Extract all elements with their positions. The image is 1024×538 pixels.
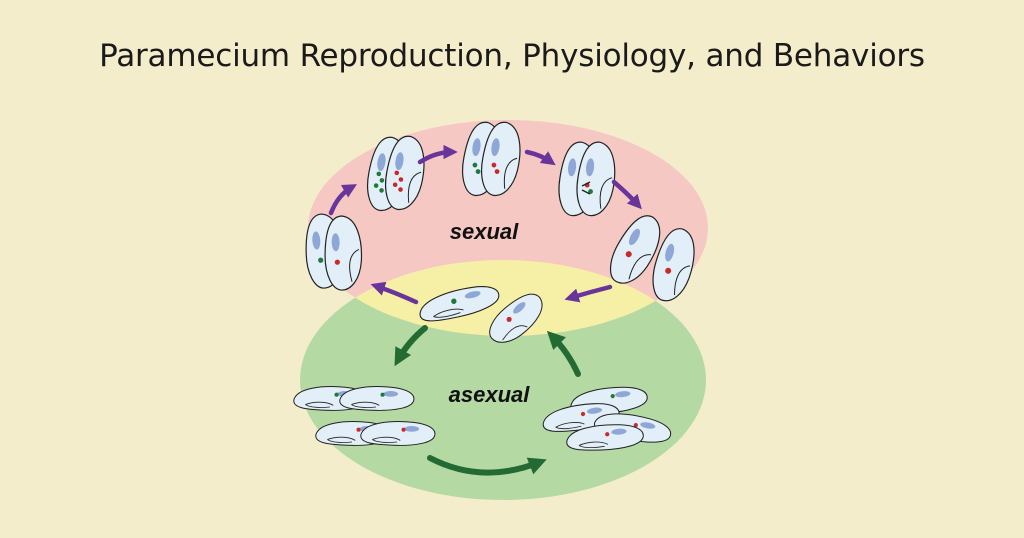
arrow-sexual-3: [524, 149, 556, 166]
arrow-asexual-1: [394, 325, 428, 367]
dividing-cells-upper: [293, 386, 415, 411]
daughter-cells-cluster: [540, 383, 674, 453]
overlap-cells: [415, 280, 551, 352]
conjugating-pair-stage-4: [555, 139, 619, 219]
arrow-asexual-2: [427, 455, 547, 476]
page-title: Paramecium Reproduction, Physiology, and…: [99, 38, 925, 74]
arrow-sexual-1: [328, 184, 358, 216]
conjugating-pair-stage-2: [363, 133, 429, 214]
conjugating-pair-stage-3: [458, 119, 525, 199]
sexual-cycle-arrows: [328, 144, 642, 305]
conjugating-pair-stage-1: [302, 212, 364, 292]
arrow-asexual-3: [546, 330, 581, 377]
arrow-sexual-5: [564, 284, 613, 303]
sexual-label: sexual: [450, 219, 519, 244]
arrow-sexual-6: [370, 281, 419, 305]
asexual-cycle-arrows: [394, 325, 581, 476]
asexual-label: asexual: [449, 382, 531, 407]
arrow-sexual-2: [417, 144, 458, 165]
exchange-mark: [581, 181, 591, 195]
arrow-sexual-4: [611, 179, 642, 210]
dividing-cells-lower: [315, 421, 436, 446]
exconjugant-cells: [601, 208, 702, 306]
